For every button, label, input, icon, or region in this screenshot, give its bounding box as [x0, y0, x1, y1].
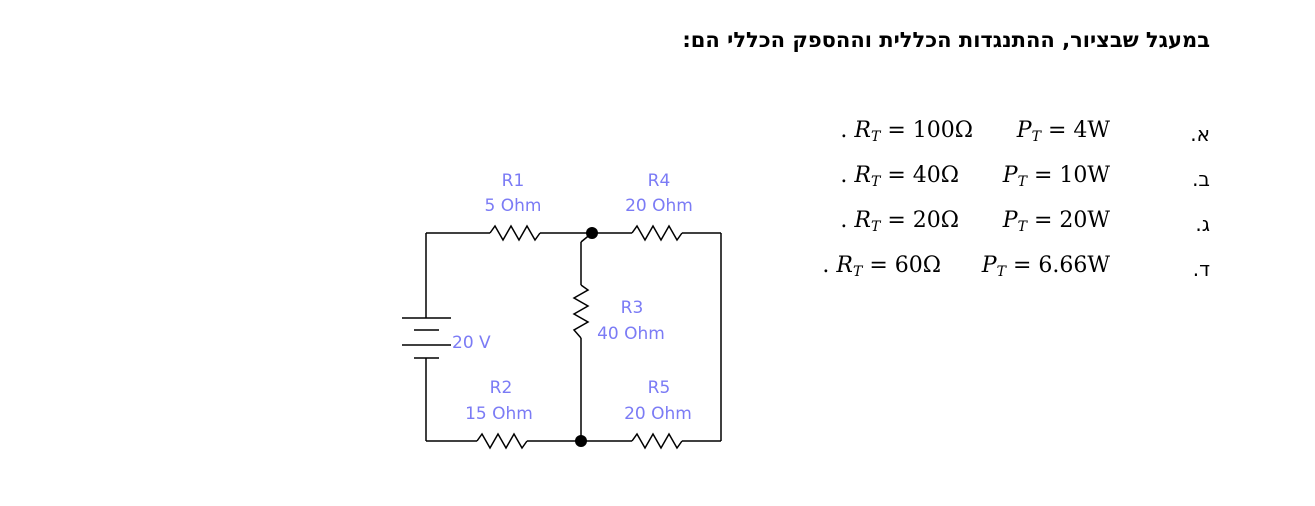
option-d-letter: ד. [1192, 257, 1210, 281]
circuit-diagram: R1 5 Ohm R4 20 Ohm R3 40 Ohm 20 V R2 15 … [402, 171, 722, 450]
option-d-resistance: . RT = 60Ω [822, 253, 941, 280]
r-symbol: R [854, 163, 871, 188]
r-symbol: R [854, 208, 871, 233]
prefix-dot: . [840, 208, 848, 233]
equals-sign: = [1012, 253, 1032, 278]
option-c-resistance-value: 20Ω [912, 208, 959, 233]
option-a-resistance-value: 100Ω [912, 118, 973, 143]
r-symbol: R [836, 253, 853, 278]
equals-sign: = [1033, 163, 1053, 188]
r1-name: R1 [502, 171, 525, 191]
r5-value: 20 Ohm [624, 404, 692, 424]
r5-name: R5 [648, 378, 671, 398]
option-c-power-value: 20W [1059, 208, 1110, 233]
equals-sign: = [1047, 118, 1067, 143]
t-subscript: T [870, 219, 881, 235]
prefix-dot: . [822, 253, 830, 278]
equals-sign: = [887, 118, 906, 143]
option-b-resistance-value: 40Ω [912, 163, 959, 188]
r2-value: 15 Ohm [465, 404, 533, 424]
t-subscript: T [870, 174, 881, 190]
equals-sign: = [887, 163, 906, 188]
r1-resistor [489, 224, 541, 242]
r4-resistor [631, 224, 683, 242]
option-a-letter: א. [1190, 122, 1210, 146]
p-symbol: P [1002, 208, 1018, 233]
option-c-power: PT = 20W [1003, 208, 1110, 235]
r3-value: 40 Ohm [597, 324, 665, 344]
option-c-letter: ג. [1195, 212, 1210, 236]
t-subscript: T [1031, 129, 1041, 145]
question-text: במעגל שבציור, ההתנגדות הכללית וההספק הכל… [682, 28, 1210, 52]
prefix-dot: . [840, 163, 848, 188]
option-a-resistance: . RT = 100Ω [840, 118, 973, 145]
p-symbol: P [1002, 163, 1018, 188]
option-d-power-value: 6.66W [1038, 253, 1110, 278]
option-b-letter: ב. [1192, 167, 1210, 191]
option-a-power-value: 4W [1073, 118, 1110, 143]
t-subscript: T [870, 129, 881, 145]
p-symbol: P [1016, 118, 1032, 143]
equals-sign: = [869, 253, 888, 278]
r4-value: 20 Ohm [625, 196, 693, 216]
equals-sign: = [887, 208, 906, 233]
equals-sign: = [1033, 208, 1053, 233]
option-d-resistance-value: 60Ω [894, 253, 941, 278]
r1-value: 5 Ohm [485, 196, 542, 216]
r2-name: R2 [490, 378, 513, 398]
t-subscript: T [996, 264, 1006, 280]
option-b-resistance: . RT = 40Ω [840, 163, 959, 190]
r3-name: R3 [621, 298, 644, 318]
r5-resistor [631, 432, 683, 450]
option-c-resistance: . RT = 20Ω [840, 208, 959, 235]
option-b-power-value: 10W [1059, 163, 1110, 188]
t-subscript: T [1017, 219, 1027, 235]
option-d-power: PT = 6.66W [982, 253, 1110, 280]
junction-dot [586, 227, 598, 239]
r-symbol: R [854, 118, 871, 143]
r2-resistor [476, 432, 528, 450]
prefix-dot: . [840, 118, 848, 143]
option-b-power: PT = 10W [1003, 163, 1110, 190]
r4-name: R4 [648, 171, 671, 191]
t-subscript: T [852, 264, 863, 280]
p-symbol: P [981, 253, 997, 278]
battery-value: 20 V [452, 333, 491, 353]
r3-resistor [572, 284, 590, 339]
t-subscript: T [1017, 174, 1027, 190]
option-a-power: PT = 4W [1017, 118, 1110, 145]
junction-dot [575, 435, 587, 447]
